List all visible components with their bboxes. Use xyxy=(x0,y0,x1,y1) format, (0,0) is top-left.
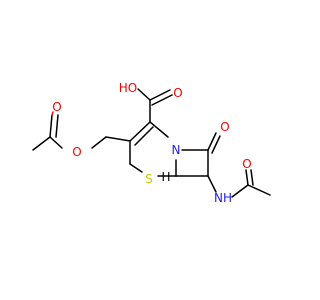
bond-acetate-co-2 xyxy=(55,114,59,138)
bond-acetate-co-1 xyxy=(49,114,53,138)
atom-acetate-carbonyl-o: O xyxy=(52,100,61,114)
bond-c4-n xyxy=(149,121,169,138)
atom-labels: O O HO O N O S H NH O xyxy=(52,81,251,205)
bond-ester-o-ch2 xyxy=(91,136,107,149)
bond-c8-o-a xyxy=(207,132,217,151)
atom-stereo-h: H xyxy=(161,170,170,184)
bond-cooh-oh xyxy=(137,88,151,101)
bond-cooh-co-b xyxy=(151,94,173,106)
bond-amide-ch3 xyxy=(247,184,271,196)
bond-acetate-co-1b xyxy=(51,111,54,116)
bond-c3-c4-a xyxy=(129,121,151,142)
atom-amide-o: O xyxy=(242,157,251,171)
bond-s-c2 xyxy=(129,163,143,173)
atom-ester-o: O xyxy=(72,145,81,159)
bond-amide-co-a xyxy=(245,169,249,186)
bond-ch2-c3 xyxy=(105,136,131,142)
atom-lactam-o: O xyxy=(220,120,229,134)
atom-amide-nh: NH xyxy=(214,191,232,205)
bond-nh-c xyxy=(231,184,249,198)
bond-c8-o-b xyxy=(211,135,221,154)
bond-acetate-ch3 xyxy=(32,136,51,151)
atom-ring-s: S xyxy=(145,172,153,186)
atom-carboxyl-o: O xyxy=(173,86,182,100)
atom-ring-n: N xyxy=(172,143,181,157)
bonds xyxy=(32,88,271,198)
bond-acetate-c-o xyxy=(49,136,63,149)
bond-amide-co-b xyxy=(250,169,254,186)
atom-carboxyl-oh: HO xyxy=(119,81,137,95)
bond-c3-c4-b xyxy=(134,126,154,146)
bond-c7-nh xyxy=(207,175,217,193)
chemical-structure: O O HO O N O S H NH O xyxy=(32,81,271,205)
bond-cooh-co-a xyxy=(149,89,171,101)
